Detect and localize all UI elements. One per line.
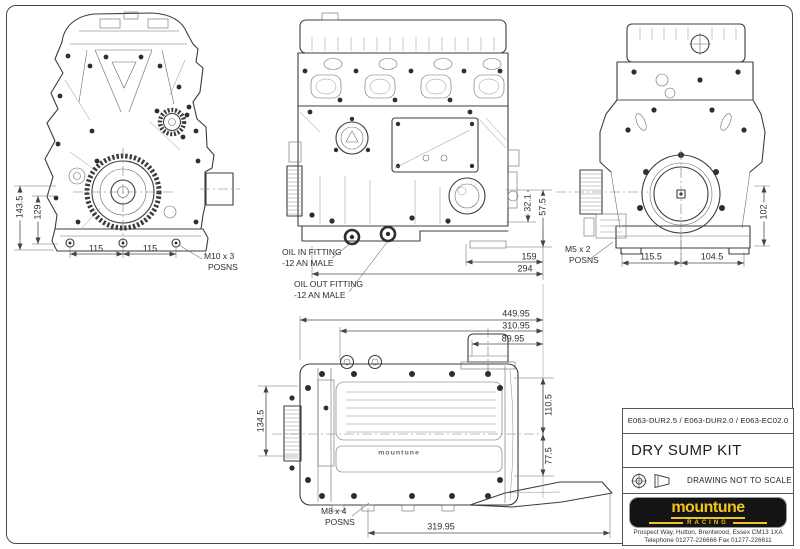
dim-rear-spacing-right: 104.5 [700,251,724,262]
note-oil-in-line2: -12 AN MALE [282,258,334,268]
dim-front-height-overall: 143.5 [14,193,25,221]
crank-seal-circle [637,152,725,234]
plan-view-bolts [305,371,503,499]
dim-front-bolt-right: 115 [142,243,158,254]
note-oil-in-line1: OIL IN FITTING [282,247,342,257]
logo-bar-right [732,521,767,524]
dim-side-fitting-span: 294 [517,263,533,274]
dim-front-height-inner: 129 [32,202,43,222]
dim-front-bolt-left: 115 [88,243,104,254]
dim-plan-length-inner: 89.95 [501,333,525,344]
scale-note: DRAWING NOT TO SCALE [687,476,792,486]
dim-plan-length-overall: 449.95 [502,308,530,319]
drawing-title: DRY SUMP KIT [623,434,793,468]
logo-bar-left [649,521,684,524]
oil-in-fitting [343,228,361,246]
dim-side-depth-lower: 57.5 [537,196,548,218]
rear-view [556,23,770,267]
note-m8-line1: M8 x 4 [321,506,347,516]
plan-view-dimensions [258,284,611,538]
crank-trigger-gear [73,148,173,256]
logo-word: mountune [671,499,745,519]
note-m10-line2: POSNS [208,262,238,272]
address-line1: Prospect Way, Hutton, Brentwood, Essex C… [633,529,783,537]
dim-plan-offset-lower: 77.5 [543,445,554,467]
plan-view [258,284,613,538]
dim-plan-length-mid: 310.95 [502,320,530,331]
note-m10-line1: M10 x 3 [204,251,235,261]
dim-plan-length-bolts: 319.95 [427,521,455,532]
address-line2: Telephone 01277-226666 Fax 01277-226611 [644,536,772,544]
title-block: E063-DUR2.5 / E063-DUR2.0 / E063-EC02.0 … [622,408,794,546]
front-view-dimensions [14,185,203,260]
dim-rear-height: 102 [758,202,769,222]
intake-ports [310,74,505,99]
note-m5-line1: M5 x 2 [565,244,591,254]
dim-rear-spacing-left: 115.5 [640,251,662,262]
mountune-logo: mountune RACING [629,497,787,529]
oil-filter-canister [467,333,509,363]
note-m8-line2: POSNS [325,517,355,527]
dim-plan-offset-upper: 110.5 [543,392,554,418]
sheet-border [6,5,793,544]
oil-pump-gear [154,107,190,140]
side-view [286,12,552,293]
note-oil-out-line1: OIL OUT FITTING [294,279,363,289]
projection-symbol-icon [631,472,670,489]
part-numbers: E063-DUR2.5 / E063-DUR2.0 / E063-EC02.0 [623,409,793,434]
note-m5-line2: POSNS [569,255,599,265]
dim-side-fitting-offset: 159 [521,251,537,262]
dim-side-depth-upper: 32.1 [522,192,533,214]
note-oil-out-line2: -12 AN MALE [294,290,346,300]
front-view-bolts [53,53,201,225]
dim-plan-width: 134.5 [255,409,266,433]
front-view [14,11,240,260]
logo-subtext: RACING [687,519,729,526]
cast-logo-text: mountune [378,449,420,457]
